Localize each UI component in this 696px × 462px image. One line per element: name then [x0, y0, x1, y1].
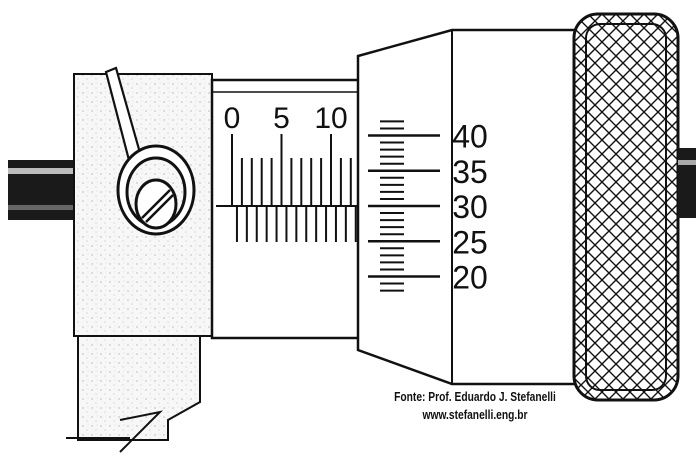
- thimble-label: 25: [452, 224, 488, 260]
- thimble-label: 20: [452, 260, 488, 296]
- credit-line-1: Fonte: Prof. Eduardo J. Stefanelli: [394, 390, 556, 404]
- sleeve-label: 0: [224, 102, 241, 135]
- ratchet-spindle: [678, 148, 696, 218]
- sleeve-lower-ticks: [235, 206, 357, 242]
- thimble-label: 30: [452, 189, 488, 225]
- thimble-label: 40: [452, 119, 488, 155]
- sleeve-label: 5: [273, 102, 290, 135]
- anvil-spindle: [8, 160, 76, 220]
- frame: [66, 73, 213, 453]
- thimble-label: 35: [452, 154, 488, 190]
- sleeve-label: 10: [314, 102, 347, 135]
- sleeve-upper-ticks: [231, 134, 352, 206]
- thimble-ticks: [368, 120, 440, 292]
- lock-nut-icon[interactable]: [116, 144, 196, 236]
- credit-line-2: www.stefanelli.eng.br: [422, 408, 528, 422]
- knurled-ratchet-icon[interactable]: [572, 12, 680, 402]
